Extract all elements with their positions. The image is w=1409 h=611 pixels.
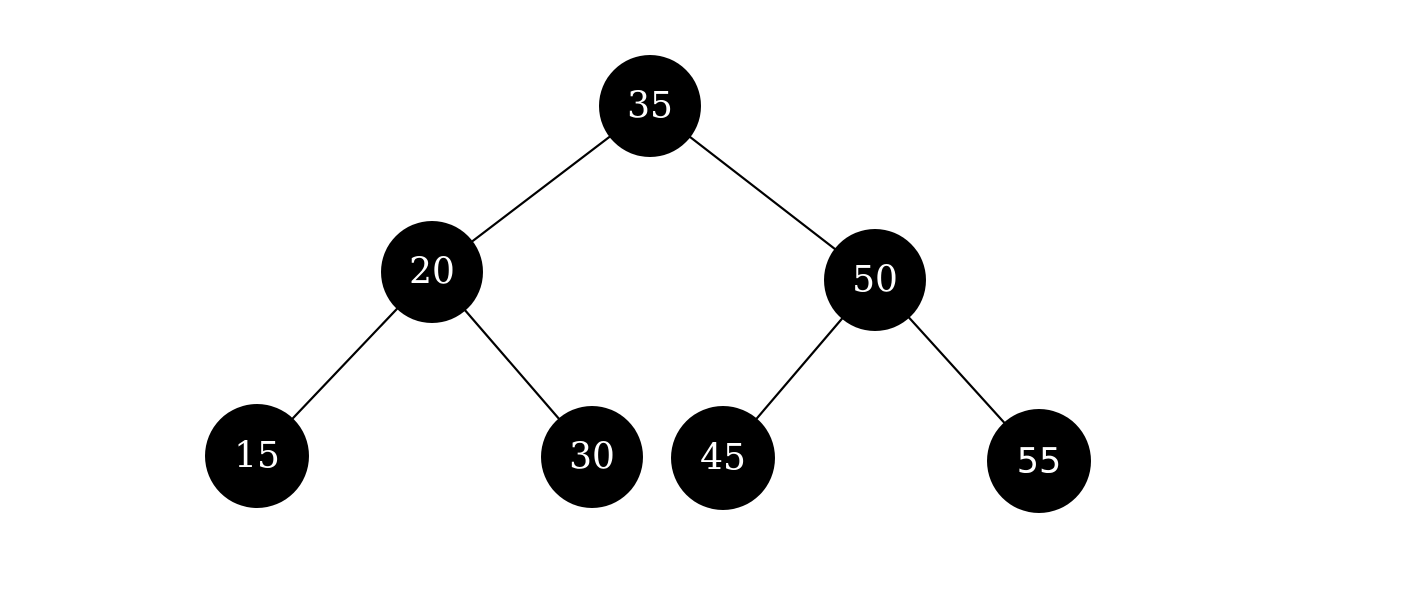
tree-node-label: 45 — [700, 438, 746, 479]
tree-node-45: 45 — [671, 406, 775, 510]
tree-node-20: 20 — [381, 221, 483, 323]
tree-node-55: 55 — [987, 409, 1091, 513]
tree-node-label: 20 — [409, 252, 455, 293]
tree-node-circle — [205, 404, 309, 508]
tree-node-30: 30 — [541, 406, 643, 508]
tree-node-50: 50 — [824, 229, 926, 331]
tree-node-15: 15 — [205, 404, 309, 508]
tree-node-label: 15 — [234, 436, 280, 477]
tree-node-label: 55 — [1017, 441, 1062, 481]
tree-node-label: 35 — [627, 86, 673, 127]
tree-node-circle — [599, 55, 701, 157]
tree-node-circle — [541, 406, 643, 508]
tree-node-label: 30 — [569, 437, 615, 478]
tree-node-35: 35 — [599, 55, 701, 157]
tree-node-circle — [824, 229, 926, 331]
tree-node-label: 50 — [852, 260, 898, 301]
tree-node-circle — [987, 409, 1091, 513]
tree-node-circle — [671, 406, 775, 510]
tree-node-circle — [381, 221, 483, 323]
